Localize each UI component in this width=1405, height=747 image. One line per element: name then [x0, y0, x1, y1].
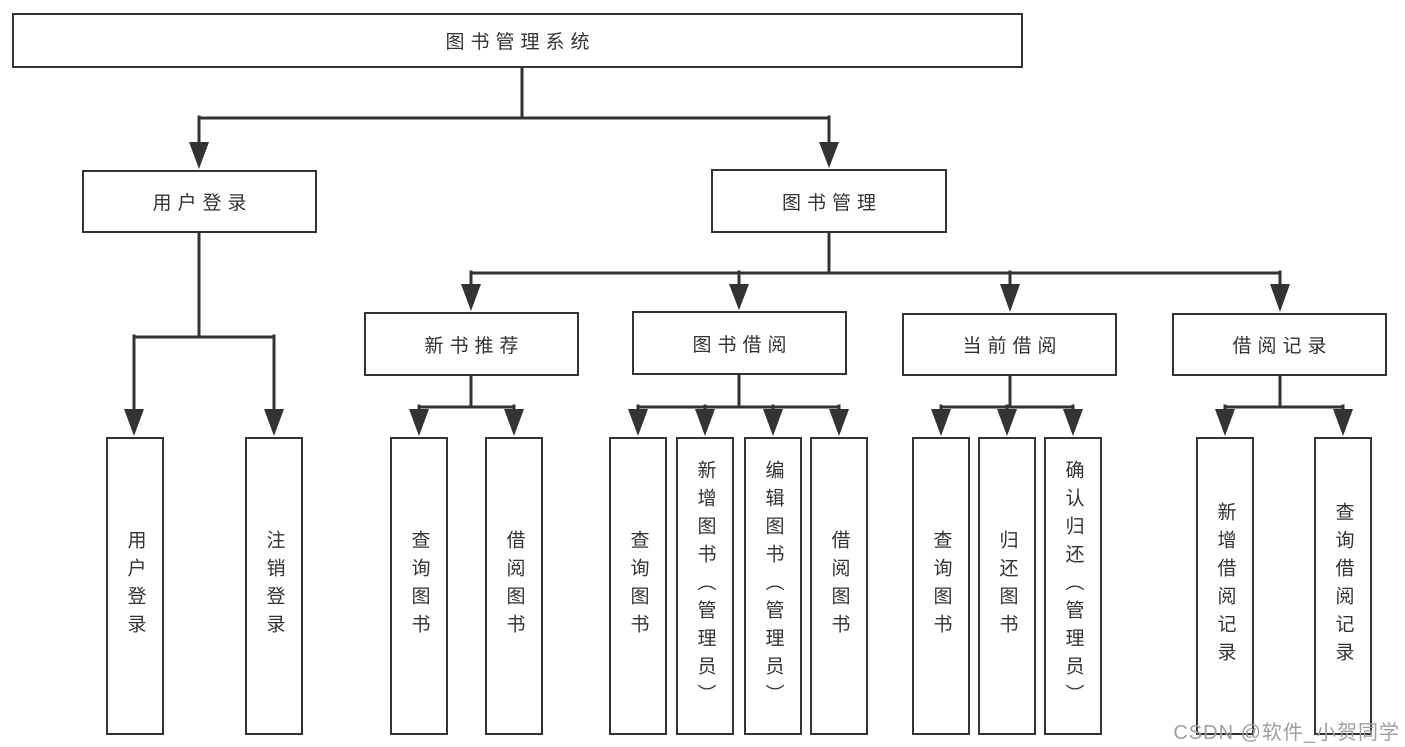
node-user-login-label: 用户登录 — [152, 193, 253, 214]
node-borrow-record-label: 借阅记录 — [1232, 336, 1333, 357]
csdn-watermark: CSDN @软件_小贺同学 — [1173, 722, 1400, 744]
node-current-borrow: 当前借阅 — [902, 313, 1117, 376]
leaf-borrow-edit-admin-label: 编辑图书（管理员） — [762, 460, 784, 712]
node-new-book-recommend-label: 新书推荐 — [424, 335, 525, 357]
leaf-record-add: 新增借阅记录 — [1196, 437, 1254, 735]
node-root: 图书管理系统 — [12, 13, 1023, 68]
leaf-borrow-add-admin-label: 新增图书（管理员） — [694, 460, 716, 712]
leaf-return-book-label: 归还图书 — [996, 530, 1018, 642]
leaf-borrow-book: 借阅图书 — [810, 437, 868, 735]
node-new-book-recommend: 新书推荐 — [364, 312, 579, 376]
leaf-confirm-return-admin-label: 确认归还（管理员） — [1062, 460, 1084, 712]
leaf-confirm-return-admin: 确认归还（管理员） — [1044, 437, 1102, 735]
leaf-logout: 注销登录 — [245, 437, 303, 735]
node-book-borrow: 图书借阅 — [632, 311, 847, 375]
leaf-user-login: 用户登录 — [106, 437, 164, 735]
leaf-logout-label: 注销登录 — [263, 530, 285, 642]
leaf-current-query-label: 查询图书 — [930, 530, 952, 642]
leaf-record-query-label: 查询借阅记录 — [1332, 502, 1354, 670]
leaf-newbook-borrow: 借阅图书 — [485, 437, 543, 735]
leaf-borrow-query: 查询图书 — [609, 437, 667, 735]
node-root-label: 图书管理系统 — [445, 32, 596, 53]
arrowhead-icons — [124, 142, 1353, 436]
node-user-login: 用户登录 — [82, 170, 317, 233]
leaf-return-book: 归还图书 — [978, 437, 1036, 735]
node-book-management: 图书管理 — [711, 169, 947, 233]
node-book-borrow-label: 图书借阅 — [692, 334, 793, 356]
leaf-user-login-label: 用户登录 — [124, 530, 146, 642]
leaf-borrow-add-admin: 新增图书（管理员） — [676, 437, 734, 735]
node-current-borrow-label: 当前借阅 — [962, 336, 1063, 357]
leaf-borrow-book-label: 借阅图书 — [828, 530, 850, 642]
node-borrow-record: 借阅记录 — [1172, 313, 1387, 376]
leaf-newbook-query: 查询图书 — [390, 437, 448, 735]
leaf-newbook-query-label: 查询图书 — [408, 530, 430, 642]
leaf-record-query: 查询借阅记录 — [1314, 437, 1372, 735]
leaf-borrow-query-label: 查询图书 — [627, 530, 649, 642]
leaf-current-query: 查询图书 — [912, 437, 970, 735]
leaf-record-add-label: 新增借阅记录 — [1214, 502, 1236, 670]
leaf-borrow-edit-admin: 编辑图书（管理员） — [744, 437, 802, 735]
node-book-management-label: 图书管理 — [781, 192, 882, 214]
leaf-newbook-borrow-label: 借阅图书 — [503, 530, 525, 642]
